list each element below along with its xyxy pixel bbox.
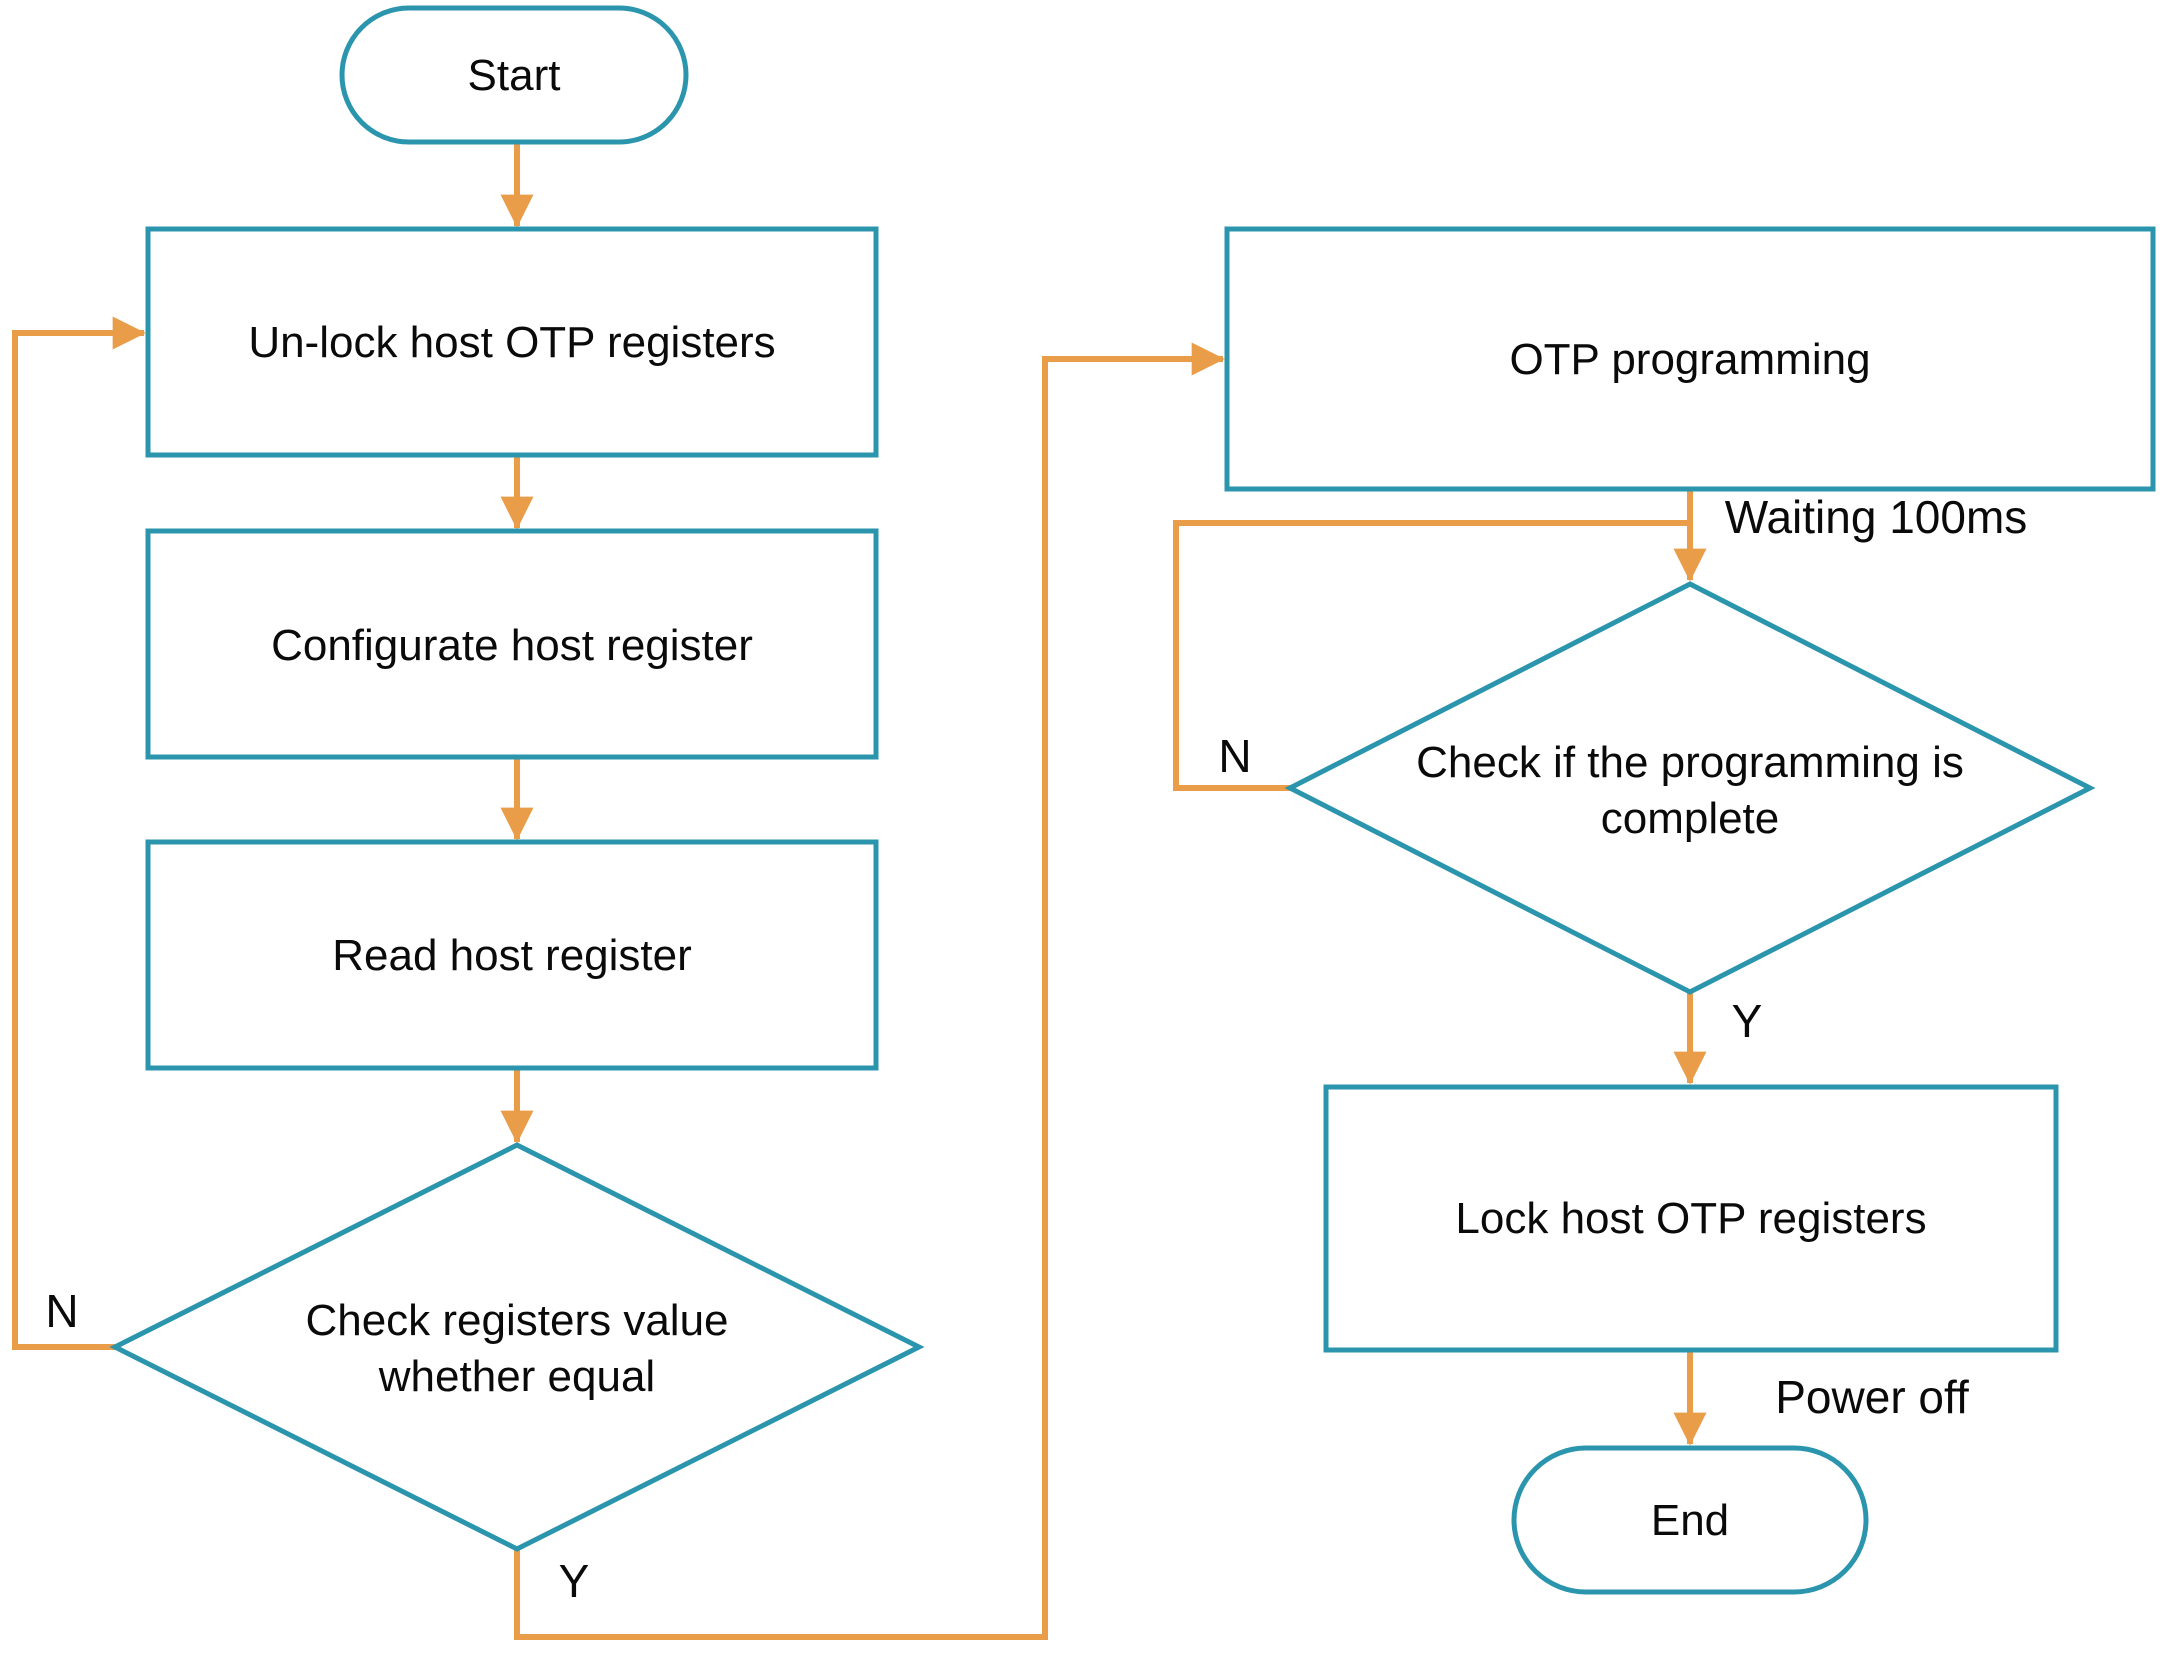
- node-check-equal-label-line1: Check registers value: [305, 1296, 728, 1345]
- edge-label-check-complete-yes: Y: [1732, 995, 1763, 1047]
- node-start-shape: [339, 5, 689, 145]
- node-check-complete-shape: [1284, 581, 2096, 995]
- node-end-label: End: [1651, 1496, 1729, 1545]
- node-unlock-label: Un-lock host OTP registers: [248, 318, 775, 367]
- node-check-complete-label-line2: complete: [1601, 794, 1780, 843]
- node-check-equal-shape: [109, 1142, 925, 1552]
- node-lock-label: Lock host OTP registers: [1455, 1194, 1926, 1243]
- edge-label-check-equal-yes: Y: [559, 1555, 590, 1607]
- node-read-label: Read host register: [332, 931, 692, 980]
- edge-check-equal-yes-to-otp: [514, 342, 1225, 1640]
- node-otp-programming-label: OTP programming: [1509, 335, 1870, 384]
- node-configurate-label: Configurate host register: [271, 621, 753, 670]
- nodes: Start Un-lock host OTP registers Configu…: [109, 5, 2156, 1595]
- edge-labels: N Y Waiting 100ms N Y Power off: [45, 491, 2027, 1607]
- edge-label-check-equal-no: N: [45, 1285, 78, 1337]
- edges: [12, 142, 1707, 1640]
- node-configurate-shape: [145, 528, 879, 760]
- edge-label-waiting: Waiting 100ms: [1725, 491, 2028, 543]
- node-end-shape: [1511, 1445, 1869, 1595]
- node-unlock-shape: [145, 226, 879, 458]
- edge-label-check-complete-no: N: [1218, 730, 1251, 782]
- node-start-label: Start: [468, 51, 561, 100]
- edge-label-power-off: Power off: [1775, 1371, 1969, 1423]
- node-check-complete-label-line1: Check if the programming is: [1416, 738, 1964, 787]
- edge-check-equal-no-loop: [12, 316, 146, 1350]
- node-check-equal-label-line2: whether equal: [378, 1352, 655, 1401]
- node-otp-programming-shape: [1224, 226, 2156, 492]
- node-lock-shape: [1323, 1084, 2059, 1353]
- node-read-shape: [145, 839, 879, 1071]
- edge-check-complete-no-loop: [1173, 520, 1687, 791]
